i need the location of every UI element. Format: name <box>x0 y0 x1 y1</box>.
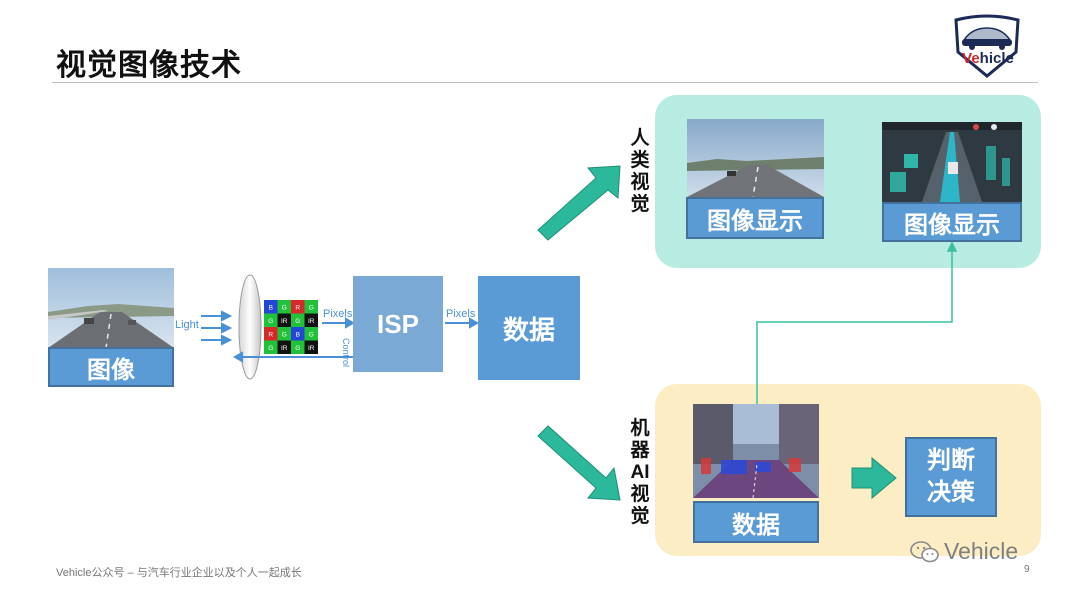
pixels-label-2: Pixels <box>446 308 476 320</box>
arrow-to-human-vision-icon <box>537 165 621 241</box>
sensor-cell-label: IR <box>308 318 315 325</box>
logo-wordmark: Vehicle <box>962 50 1014 67</box>
sensor-cell <box>304 300 318 314</box>
light-label: Light <box>175 319 199 331</box>
page-number: 9 <box>1024 564 1030 575</box>
sensor-cell-label: IR <box>281 318 288 325</box>
sensor-cell <box>264 340 278 354</box>
control-arrow <box>232 351 353 363</box>
display-label-human: 图像显示 <box>686 197 824 239</box>
display-label-machine: 图像显示 <box>882 202 1022 242</box>
sensor-cell <box>291 340 305 354</box>
isp-box: ISP <box>353 276 443 372</box>
sensor-cell <box>277 327 291 341</box>
sensor-cell-label: B <box>296 331 300 338</box>
sensor-cell-label: R <box>268 331 273 338</box>
sensor-cell <box>277 340 291 354</box>
sensor-cell <box>277 300 291 314</box>
page-title: 视觉图像技术 <box>56 49 242 82</box>
sensor-cell <box>304 327 318 341</box>
sensor-cell-label: G <box>282 304 287 311</box>
sensor-cell <box>304 340 318 354</box>
sensor-cell <box>304 313 318 327</box>
sensor-cell-label: G <box>268 345 273 352</box>
sensor-cell-label: IR <box>281 345 288 352</box>
data-box: 数据 <box>478 276 580 380</box>
control-label: Control <box>341 338 351 368</box>
visualization-screen <box>882 122 1022 202</box>
sensor-cell-label: R <box>295 304 300 311</box>
sensor-cell-label: B <box>269 304 273 311</box>
machine-data-label: 数据 <box>693 501 819 543</box>
pixels-label-1: Pixels <box>323 308 353 320</box>
arrow-to-machine-vision-icon <box>537 425 621 501</box>
highway-photo <box>687 119 824 197</box>
wechat-icon <box>910 540 939 562</box>
light-arrows <box>201 310 233 346</box>
segmentation-photo <box>693 404 819 498</box>
road-photo <box>48 268 174 348</box>
sensor-cell-label: G <box>282 331 287 338</box>
image-label: 图像 <box>48 347 174 387</box>
pixels-arrow <box>322 317 356 329</box>
sensor-cell <box>264 313 278 327</box>
wechat-watermark: Vehicle <box>910 538 1018 565</box>
lens-icon <box>238 274 262 380</box>
human-vision-label: 人类 视觉 <box>630 128 650 215</box>
sensor-cell <box>291 300 305 314</box>
sensor-cell-label: IR <box>308 345 315 352</box>
isp-to-data-arrow <box>445 317 480 329</box>
sensor-cell <box>291 327 305 341</box>
sensor-cell-label: G <box>295 345 300 352</box>
decision-box: 判断 决策 <box>905 437 997 517</box>
sensor-cell <box>277 313 291 327</box>
sensor-cell <box>264 300 278 314</box>
sensor-cell <box>291 313 305 327</box>
sensor-cell <box>264 327 278 341</box>
title-divider <box>52 82 1038 83</box>
sensor-cell-label: G <box>268 318 273 325</box>
sensor-cell-label: G <box>309 331 314 338</box>
sensor-cell-label: G <box>295 318 300 325</box>
sensor-cell-label: G <box>309 304 314 311</box>
footer-text: Vehicle公众号 – 与汽车行业企业以及个人一起成长 <box>56 567 302 579</box>
vehicle-logo-icon <box>954 14 1020 78</box>
